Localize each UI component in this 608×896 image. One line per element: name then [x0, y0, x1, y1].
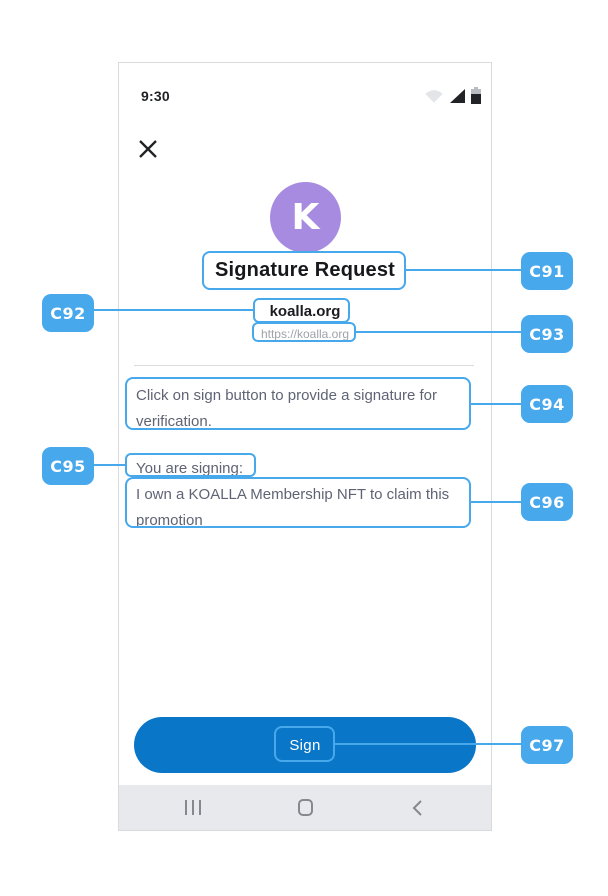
callout-line-c96: [469, 501, 521, 503]
status-time: 9:30: [141, 88, 170, 104]
callout-line-c95: [92, 464, 125, 466]
android-nav-bar: [119, 785, 491, 830]
status-icons: [424, 87, 481, 109]
back-button[interactable]: [405, 796, 429, 820]
instruction-text: Click on sign button to provide a signat…: [136, 387, 438, 430]
callout-badge-c97: C97: [521, 726, 573, 764]
close-icon: [139, 140, 157, 158]
recents-button[interactable]: [181, 796, 205, 820]
callout-line-c97: [333, 743, 523, 745]
home-icon: [297, 799, 313, 816]
site-url: https://koalla.org: [260, 327, 350, 341]
callout-box-c97: [274, 726, 335, 762]
callout-badge-c92: C92: [42, 294, 94, 332]
callout-badge-c93: C93: [521, 315, 573, 353]
wifi-icon: [424, 88, 444, 109]
callout-box-c95: [125, 453, 256, 477]
callout-badge-c96: C96: [521, 483, 573, 521]
signing-message: I own a KOALLA Membership NFT to claim t…: [136, 486, 450, 529]
signal-icon: [449, 88, 466, 109]
callout-badge-c95: C95: [42, 447, 94, 485]
callout-box-c93: [252, 322, 356, 342]
site-avatar: K: [270, 182, 341, 253]
sign-button-label: Sign: [289, 736, 321, 754]
callout-badge-c94: C94: [521, 385, 573, 423]
callout-box-c94: [125, 377, 471, 430]
back-icon: [412, 799, 422, 816]
site-name: koalla.org: [269, 303, 341, 320]
callout-line-c92: [92, 309, 253, 311]
recents-icon: [185, 800, 201, 815]
battery-icon: [471, 87, 481, 109]
divider: [134, 365, 474, 366]
callout-box-c92: [253, 298, 350, 323]
signing-label: You are signing:: [136, 460, 244, 477]
callout-badge-c91: C91: [521, 252, 573, 290]
callout-line-c94: [469, 403, 521, 405]
close-button[interactable]: [137, 138, 159, 160]
callout-box-c96: [125, 477, 471, 528]
callout-line-c93: [354, 331, 521, 333]
callout-box-c91: [202, 251, 406, 290]
phone-frame: 9:30 K Signat: [118, 62, 492, 831]
callout-line-c91: [404, 269, 523, 271]
home-button[interactable]: [293, 796, 317, 820]
avatar-letter: K: [291, 197, 320, 238]
signature-request-title: Signature Request: [214, 259, 396, 281]
